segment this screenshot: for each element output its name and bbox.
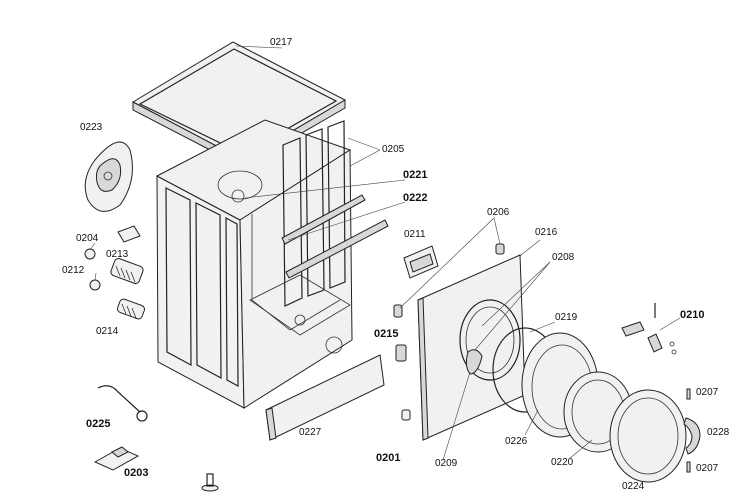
hinge-part xyxy=(621,303,677,355)
door-lock-part xyxy=(403,245,439,279)
clip-part xyxy=(117,225,141,243)
callout-0224: 0224 xyxy=(622,481,645,492)
callout-0228: 0228 xyxy=(707,427,730,438)
bracket-parts xyxy=(281,194,389,279)
callout-0207-bottom: 0207 xyxy=(696,463,719,474)
grommet-parts xyxy=(393,243,505,421)
callout-0225: 0225 xyxy=(86,418,111,430)
callout-0226: 0226 xyxy=(505,436,528,447)
callout-0209: 0209 xyxy=(435,458,458,469)
foot-screw-part xyxy=(201,473,219,492)
callout-0227: 0227 xyxy=(299,427,322,438)
callout-0220: 0220 xyxy=(551,457,574,468)
callout-0217: 0217 xyxy=(270,37,293,48)
callout-0203: 0203 xyxy=(124,467,149,479)
front-panel-part xyxy=(417,254,526,441)
callout-0212: 0212 xyxy=(62,265,85,276)
callout-0222: 0222 xyxy=(403,192,428,204)
callout-0219: 0219 xyxy=(555,312,578,323)
callout-0206: 0206 xyxy=(487,207,510,218)
callout-0211: 0211 xyxy=(404,229,426,240)
filter-part xyxy=(117,298,145,320)
cabinet-part xyxy=(155,119,353,409)
leader-lines xyxy=(89,45,681,461)
callout-0213: 0213 xyxy=(106,249,129,260)
callout-0208: 0208 xyxy=(552,252,575,263)
callout-0201: 0201 xyxy=(376,452,401,464)
callout-0221: 0221 xyxy=(403,169,428,181)
wrench-part xyxy=(97,385,148,422)
rear-shield-part xyxy=(84,141,133,212)
door-ring-part xyxy=(609,389,687,483)
callout-0216: 0216 xyxy=(535,227,558,238)
callout-0210: 0210 xyxy=(680,309,705,321)
callout-0215: 0215 xyxy=(374,328,399,340)
door-handle-part xyxy=(683,417,701,455)
plinth-part xyxy=(265,354,385,441)
callout-0214: 0214 xyxy=(96,326,119,337)
callout-0223: 0223 xyxy=(80,122,103,133)
callout-0205: 0205 xyxy=(382,144,405,155)
bracket-plate-part xyxy=(93,446,140,471)
cap-parts xyxy=(84,248,101,291)
callout-0204: 0204 xyxy=(76,233,99,244)
pump-part xyxy=(110,258,144,284)
hinge-pin-parts xyxy=(686,388,691,473)
callout-0207-top: 0207 xyxy=(696,387,719,398)
